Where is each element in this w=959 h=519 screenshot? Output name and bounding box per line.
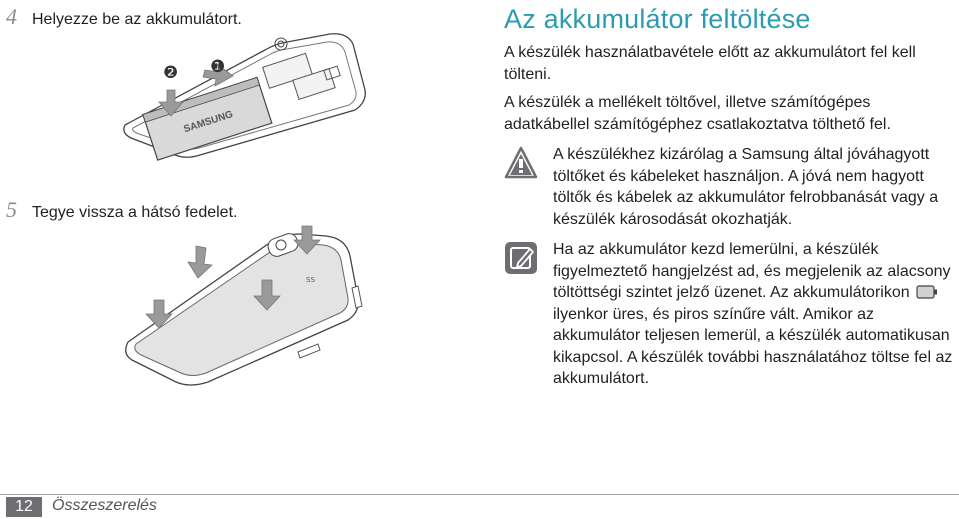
step-text: Helyezze be az akkumulátort. (32, 11, 242, 28)
step-text: Tegye vissza a hátsó fedelet. (32, 204, 238, 221)
step-badge-1: ❶ (210, 57, 225, 77)
note-text-part2: ilyenkor üres, és piros színűre vált. Am… (553, 305, 953, 388)
svg-text:SS: SS (306, 276, 315, 284)
step-5: 5 Tegye vissza a hátsó fedelet. (6, 197, 237, 223)
note-text: Ha az akkumulátor kezd lemerülni, a kész… (553, 239, 957, 390)
note-pencil-icon (505, 242, 537, 274)
back-cover-illustration: SS (125, 225, 363, 386)
warning-triangle-icon (504, 146, 538, 179)
warning-text: A készülékhez kizárólag a Samsung által … (553, 146, 939, 228)
page-footer: 12 Összeszerelés (0, 494, 959, 519)
paragraph-intro: A készülék használatbavétele előtt az ak… (504, 44, 916, 83)
step-badge-2: ❷ (163, 63, 178, 83)
footer-divider (0, 494, 959, 495)
page-number: 12 (6, 497, 42, 517)
step-number: 4 (6, 4, 17, 29)
footer-section-label: Összeszerelés (52, 497, 157, 514)
battery-insertion-illustration: SAMSUNG ❷ ❶ (123, 33, 366, 161)
step-4: 4 Helyezze be az akkumulátort. (6, 4, 242, 30)
battery-empty-icon (916, 285, 938, 299)
paragraph-charging: A készülék a mellékelt töltővel, illetve… (504, 94, 891, 133)
section-title: Az akkumulátor feltöltése (504, 4, 811, 34)
note-text-part1: Ha az akkumulátor kezd lemerülni, a kész… (553, 241, 951, 301)
step-number: 5 (6, 197, 17, 222)
